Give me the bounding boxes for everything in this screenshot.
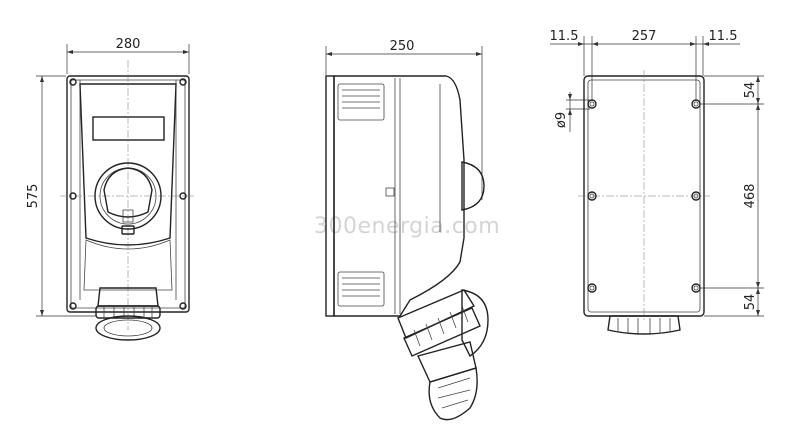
front-width-dimension: 280 xyxy=(66,37,190,74)
rear-view: 11.5 257 11.5 54 468 54 xyxy=(550,29,764,335)
side-switch-knob xyxy=(461,161,485,211)
switch-handle xyxy=(103,167,153,218)
rear-mounting-holes xyxy=(587,99,701,293)
rear-socket xyxy=(607,315,681,335)
side-socket xyxy=(397,289,489,421)
rear-height-dimensions: 54 468 54 xyxy=(700,75,764,317)
rear-hole-diameter-dimension: ø9 xyxy=(554,92,590,132)
rotary-switch xyxy=(94,162,162,230)
rear-hole-diameter-label: ø9 xyxy=(554,112,569,128)
front-width-label: 280 xyxy=(116,37,141,52)
front-socket xyxy=(95,287,161,341)
rear-hole-width-label: 257 xyxy=(632,29,657,44)
label-window xyxy=(92,116,165,141)
front-cover xyxy=(79,83,177,246)
side-body xyxy=(333,75,465,317)
rear-right-offset-label: 11.5 xyxy=(709,29,738,44)
side-backplate xyxy=(325,75,335,317)
rear-top-offset-label: 54 xyxy=(743,82,758,99)
rear-width-dimensions: 11.5 257 11.5 xyxy=(550,29,740,100)
rear-left-offset-label: 11.5 xyxy=(550,29,579,44)
front-screws xyxy=(69,78,187,310)
side-view: 250 xyxy=(325,39,489,421)
watermark: 300energia.com xyxy=(314,214,500,239)
front-height-dimension: 575 xyxy=(26,75,96,317)
rear-hole-height-label: 468 xyxy=(743,184,758,209)
side-depth-label: 250 xyxy=(390,39,415,54)
front-height-label: 575 xyxy=(26,184,41,209)
side-depth-dimension: 250 xyxy=(325,39,483,200)
rear-bottom-offset-label: 54 xyxy=(743,294,758,311)
front-view: 280 575 xyxy=(26,37,196,341)
